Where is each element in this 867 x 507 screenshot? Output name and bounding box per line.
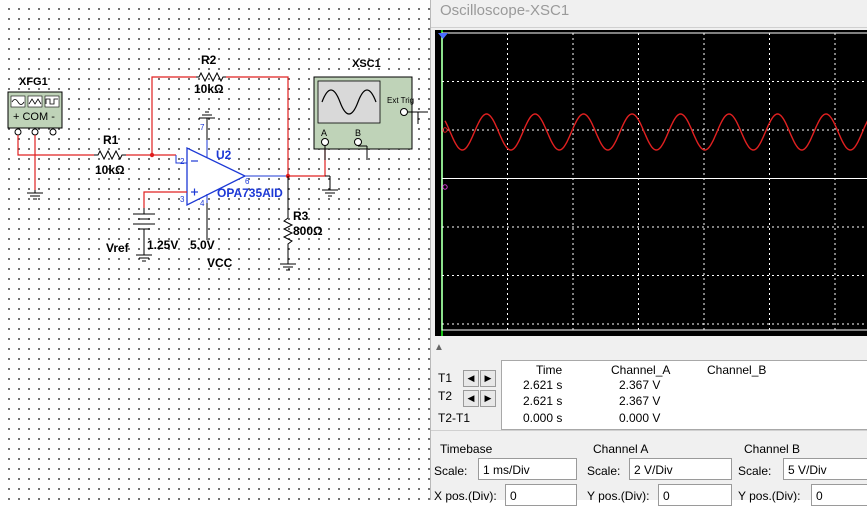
timebase-scale-label: Scale: bbox=[434, 464, 468, 478]
opamp-name-label: U2 bbox=[216, 148, 232, 162]
opamp-pin-4: 4 bbox=[200, 199, 205, 208]
row1-time: 2.621 s bbox=[523, 378, 563, 392]
vref-value-label: 1.25V bbox=[147, 238, 179, 252]
channel-b-group: Channel B Scale: 5 V/Div Y pos.(Div): 0 bbox=[735, 432, 867, 506]
header-channel-b: Channel_B bbox=[707, 363, 767, 377]
t2-label: T2 bbox=[438, 389, 453, 403]
channel-b-ypos-label: Y pos.(Div): bbox=[738, 489, 801, 503]
schematic-wiring bbox=[7, 71, 428, 271]
vcc-value-label: 5.0V bbox=[190, 238, 215, 252]
channel-a-ypos-field[interactable]: 0 bbox=[658, 484, 732, 506]
opamp-pin-7: 7 bbox=[200, 123, 205, 132]
scope-graticule bbox=[435, 30, 867, 336]
graticule-border bbox=[441, 32, 867, 331]
trigger-marker-icon bbox=[438, 33, 448, 39]
t1-label: T1 bbox=[438, 371, 453, 385]
scope-name-label: XSC1 bbox=[352, 58, 381, 70]
channel-a-ypos-label: Y pos.(Div): bbox=[587, 489, 650, 503]
t2-next-button[interactable]: ▶ bbox=[480, 390, 496, 407]
arrow-right-icon: ▶ bbox=[484, 393, 492, 403]
row2-channel-a: 2.367 V bbox=[619, 394, 661, 408]
cursor-panel: ▲ T1 ◀ ▶ T2 ◀ ▶ T2-T1 Time Channel_A Cha… bbox=[431, 340, 867, 430]
title-divider bbox=[431, 27, 867, 28]
collapse-icon[interactable]: ▲ bbox=[434, 342, 444, 353]
opamp-pin-6: 6 bbox=[245, 177, 250, 186]
vref-battery-symbol[interactable] bbox=[133, 208, 155, 262]
timebase-scale-field[interactable]: 1 ms/Div bbox=[478, 458, 577, 480]
panel-divider bbox=[431, 430, 867, 431]
timebase-group: Timebase Scale: 1 ms/Div X pos.(Div): 0 bbox=[431, 432, 581, 506]
vref-name-label: Vref bbox=[106, 241, 129, 255]
header-time: Time bbox=[536, 363, 563, 377]
r3-value-label: 800Ω bbox=[293, 224, 323, 238]
channel-a-scale-field[interactable]: 2 V/Div bbox=[629, 458, 732, 480]
channel-a-group: Channel A Scale: 2 V/Div Y pos.(Div): 0 bbox=[584, 432, 734, 506]
scope-display[interactable] bbox=[435, 30, 867, 336]
oscilloscope-window[interactable]: Oscilloscope-XSC1 ▲ T1 ◀ ▶ T2 ◀ ▶ T2-T1 … bbox=[430, 0, 867, 506]
row3-time: 0.000 s bbox=[523, 411, 563, 425]
row3-channel-a: 0.000 V bbox=[619, 411, 661, 425]
oscilloscope-symbol[interactable] bbox=[313, 76, 413, 150]
timebase-xpos-field[interactable]: 0 bbox=[505, 484, 577, 506]
channel-a-marker-icon bbox=[442, 127, 448, 133]
scope-ext-trig-label: Ext Trig bbox=[387, 96, 415, 105]
arrow-right-icon: ▶ bbox=[484, 373, 492, 383]
r2-name-label: R2 bbox=[201, 53, 217, 67]
vcc-name-label: VCC bbox=[207, 256, 233, 270]
t2-prev-button[interactable]: ◀ bbox=[463, 390, 479, 407]
timebase-title: Timebase bbox=[440, 442, 493, 456]
opamp-symbol[interactable] bbox=[186, 140, 247, 207]
opamp-pin-3: 3 bbox=[180, 195, 185, 204]
t1-prev-button[interactable]: ◀ bbox=[463, 370, 479, 387]
header-channel-a: Channel_A bbox=[611, 363, 671, 377]
window-title: Oscilloscope-XSC1 bbox=[440, 2, 570, 19]
opamp-pin-2: 2 bbox=[180, 157, 185, 166]
channel-b-title: Channel B bbox=[744, 442, 801, 456]
channel-a-trace bbox=[444, 113, 867, 151]
r1-name-label: R1 bbox=[103, 133, 119, 147]
r2-value-label: 10kΩ bbox=[194, 82, 224, 96]
r1-value-label: 10kΩ bbox=[95, 163, 125, 177]
r3-name-label: R3 bbox=[293, 209, 309, 223]
schematic-canvas[interactable]: XFG1 + COM - R1 10kΩ R2 10kΩ R3 800Ω U2 … bbox=[0, 0, 430, 500]
scope-channel-b-label: B bbox=[355, 128, 362, 138]
timebase-xpos-label: X pos.(Div): bbox=[434, 489, 497, 503]
channel-a-scale-label: Scale: bbox=[587, 464, 621, 478]
scope-background bbox=[435, 30, 867, 336]
channel-b-scale-field[interactable]: 5 V/Div bbox=[783, 458, 867, 480]
t1-next-button[interactable]: ▶ bbox=[480, 370, 496, 387]
cursor-readout: Time Channel_A Channel_B 2.621 s 2.367 V… bbox=[501, 360, 867, 430]
channel-a-title: Channel A bbox=[593, 442, 649, 456]
opamp-part-label: OPA735AID bbox=[217, 186, 283, 200]
arrow-left-icon: ◀ bbox=[467, 393, 475, 403]
t2-t1-label: T2-T1 bbox=[438, 411, 471, 425]
fg-name-label: XFG1 bbox=[19, 76, 48, 88]
channel-b-scale-label: Scale: bbox=[738, 464, 772, 478]
function-generator-symbol[interactable] bbox=[7, 91, 63, 136]
channel-b-ypos-field[interactable]: 0 bbox=[811, 484, 867, 506]
channel-b-marker-icon bbox=[442, 184, 448, 190]
row1-channel-a: 2.367 V bbox=[619, 378, 661, 392]
scope-channel-a-label: A bbox=[321, 128, 328, 138]
fg-terminals-label: + COM - bbox=[13, 111, 55, 123]
row2-time: 2.621 s bbox=[523, 394, 563, 408]
arrow-left-icon: ◀ bbox=[467, 373, 475, 383]
